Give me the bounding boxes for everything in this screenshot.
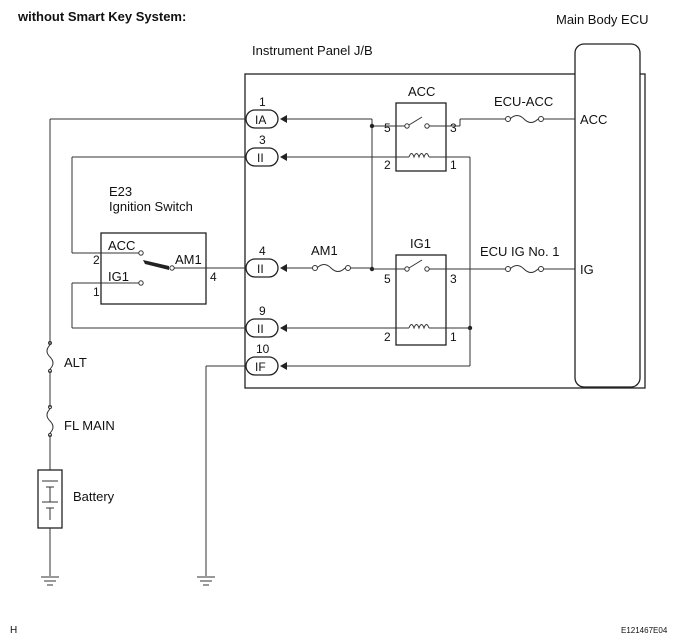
external-wiring: ALT FL MAIN [46, 118, 246, 576]
battery: Battery [37, 469, 115, 576]
coil-icon [408, 153, 430, 159]
ignition-switch: E23 Ignition Switch ACC IG1 AM1 2 1 4 [93, 184, 217, 305]
contact-icon [424, 266, 430, 272]
relay-acc: ACC 5 3 2 1 [384, 84, 457, 172]
relay-ig1-name: IG1 [410, 236, 431, 251]
ecu-pin-ig: IG [580, 262, 594, 277]
connector-code: II [257, 322, 264, 336]
connector-pin-number: 10 [256, 342, 270, 356]
relay-acc-pin-2: 2 [384, 158, 391, 172]
fuse-icon [316, 264, 346, 272]
connector-pin-number: 9 [259, 304, 266, 318]
switch-code: E23 [109, 184, 132, 199]
relay-acc-name: ACC [408, 84, 435, 99]
switch-pin-2: 2 [93, 253, 100, 267]
fuse-icon [509, 115, 539, 123]
relay-acc-pin-5: 5 [384, 121, 391, 135]
coil-icon [408, 324, 430, 330]
fuse-icon [46, 408, 54, 434]
ground-icon [197, 576, 215, 586]
figure-code: E121467E04 [621, 626, 668, 635]
fuse-fl-main-label: FL MAIN [64, 418, 115, 433]
connector-9: 9 II [245, 304, 287, 338]
arrow-icon [280, 264, 287, 272]
fuse-ecu-ig-label: ECU IG No. 1 [480, 244, 559, 259]
connector-code: II [257, 151, 264, 165]
connector-pin-number: 4 [259, 244, 266, 258]
arrow-icon [280, 153, 287, 161]
connector-code: IF [255, 360, 266, 374]
switch-acc-label: ACC [108, 238, 135, 253]
diagram-title: without Smart Key System: [17, 9, 186, 24]
relay-acc-box [395, 102, 447, 172]
contact-icon [138, 280, 144, 286]
relay-acc-pin-3: 3 [450, 121, 457, 135]
fuse-terminal [312, 265, 318, 271]
contact-icon [424, 123, 430, 129]
arrow-icon [280, 115, 287, 123]
contact-icon [404, 123, 410, 129]
corner-letter: H [10, 625, 17, 636]
ecu-pin-acc: ACC [580, 112, 607, 127]
connector-code: IA [255, 113, 266, 127]
relay-acc-pin-1: 1 [450, 158, 457, 172]
switch-blade-icon [408, 116, 423, 126]
jb-wiring: AM1 ECU-ACC ECU IG No. 1 [287, 94, 575, 367]
connector-3: 3 II [245, 133, 287, 167]
contact-icon [169, 265, 175, 271]
junction-dot [369, 123, 375, 129]
switch-lever-icon [143, 260, 169, 270]
contact-icon [404, 266, 410, 272]
battery-label: Battery [73, 489, 115, 504]
arrow-icon [280, 362, 287, 370]
junction-block-box [244, 73, 646, 389]
switch-name: Ignition Switch [109, 199, 193, 214]
connector-pin-number: 1 [259, 95, 266, 109]
relay-ig1: IG1 5 3 2 1 [384, 236, 457, 346]
connector-pin-number: 3 [259, 133, 266, 147]
switch-pin-1: 1 [93, 285, 100, 299]
contact-icon [138, 250, 144, 256]
ecu-box [574, 43, 641, 388]
relay-ig1-pin-3: 3 [450, 272, 457, 286]
switch-ig1-label: IG1 [108, 269, 129, 284]
fuse-terminal [538, 116, 544, 122]
connector-10: 10 IF [245, 342, 287, 376]
switch-am1-label: AM1 [175, 252, 202, 267]
fuse-terminal [505, 266, 511, 272]
connector-1: 1 IA [245, 95, 287, 129]
relay-ig1-pin-1: 1 [450, 330, 457, 344]
ecu-label: Main Body ECU [556, 12, 648, 27]
ground-icon [41, 576, 59, 586]
fuse-terminal [538, 266, 544, 272]
connector-4: 4 II [245, 244, 287, 278]
arrow-icon [280, 324, 287, 332]
fuse-terminal [345, 265, 351, 271]
fuse-am1-label: AM1 [311, 243, 338, 258]
connector-code: II [257, 262, 264, 276]
jb-label: Instrument Panel J/B [252, 43, 373, 58]
relay-ig1-box [395, 254, 447, 346]
fuse-alt-label: ALT [64, 355, 87, 370]
switch-blade-icon [408, 259, 423, 269]
fuse-icon [509, 265, 539, 273]
fuse-terminal [505, 116, 511, 122]
fuse-ecu-acc-label: ECU-ACC [494, 94, 553, 109]
fuse-icon [46, 344, 54, 370]
switch-pin-4: 4 [210, 270, 217, 284]
relay-ig1-pin-2: 2 [384, 330, 391, 344]
relay-ig1-pin-5: 5 [384, 272, 391, 286]
